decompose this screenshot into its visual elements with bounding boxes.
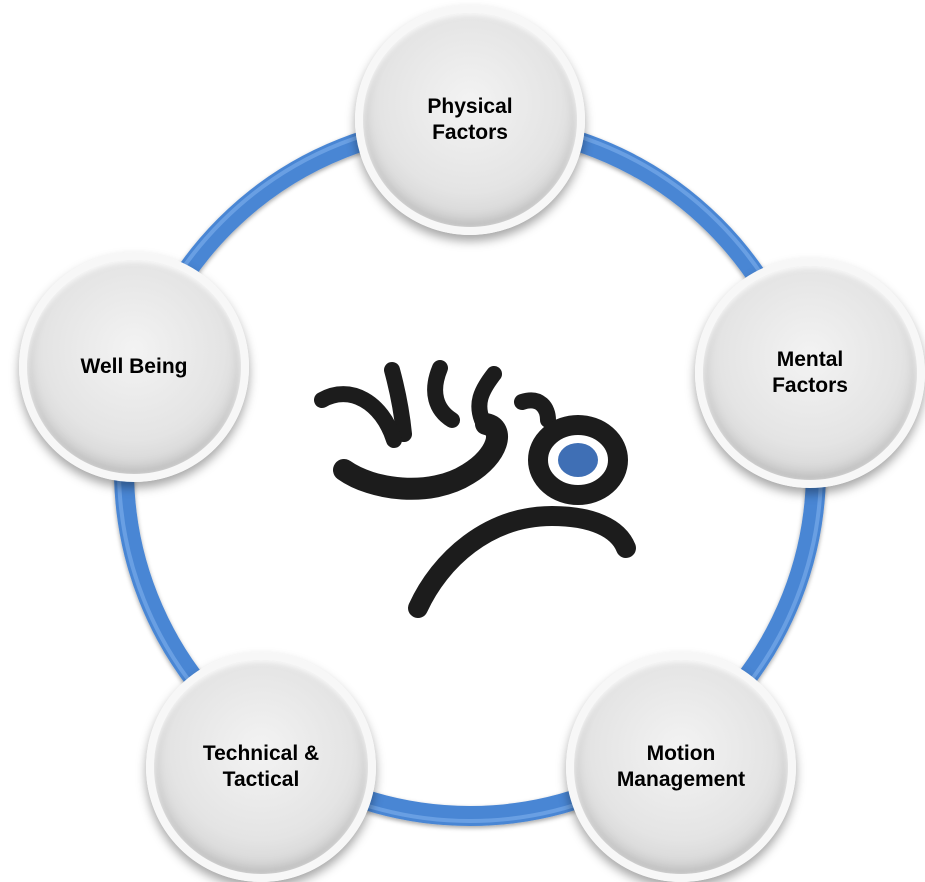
node-mental-factors: Mental Factors	[695, 258, 925, 488]
logo-hook-stroke	[514, 392, 556, 428]
node-physical-factors: Physical Factors	[355, 5, 585, 235]
center-logo	[314, 360, 636, 618]
logo-arm-stroke	[314, 386, 402, 448]
logo-flame-stroke-left	[384, 362, 412, 442]
node-technical-tactical: Technical & Tactical	[146, 652, 376, 882]
logo-head-accent	[558, 443, 598, 477]
logo-bowl-stroke	[333, 413, 508, 500]
node-well-being: Well Being	[19, 252, 249, 482]
node-label: Well Being	[80, 355, 188, 378]
node-label: Technical & Tactical	[202, 742, 320, 791]
node-label: Motion Management	[616, 742, 746, 791]
node-label: Mental Factors	[772, 348, 848, 397]
logo-flame-stroke-middle	[427, 360, 460, 428]
node-label: Physical Factors	[427, 95, 513, 144]
logo-body-stroke	[408, 506, 636, 618]
node-motion-management: Motion Management	[566, 652, 796, 882]
logo-head	[528, 415, 628, 505]
